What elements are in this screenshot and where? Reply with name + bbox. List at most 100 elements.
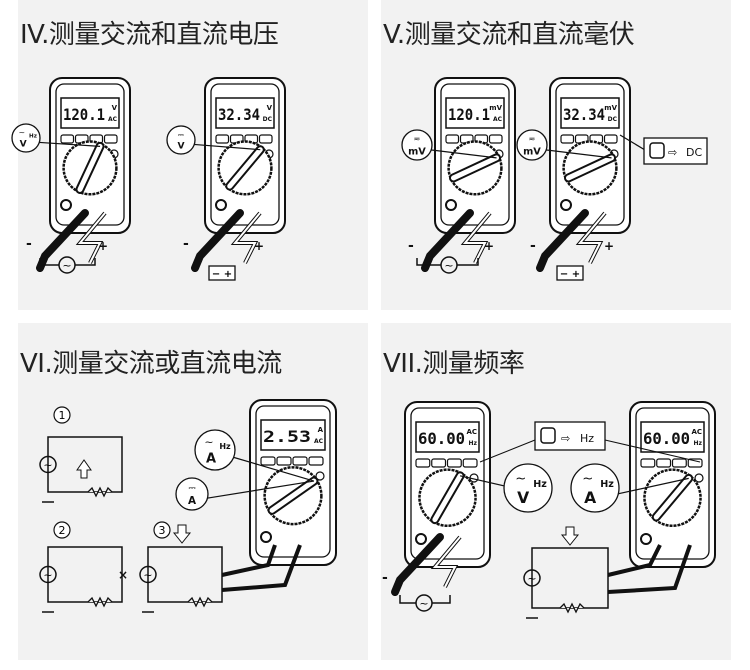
meter-display <box>215 97 275 129</box>
function-button <box>260 456 276 466</box>
down-arrow-icon <box>172 524 192 544</box>
resistor-icon <box>187 596 213 608</box>
dial-knob-inner <box>432 473 463 523</box>
ac-source-icon <box>39 455 57 474</box>
circuit-loop <box>147 546 223 603</box>
resistor-icon <box>87 486 113 498</box>
com-jack <box>560 199 572 211</box>
callout-mark: ~ <box>515 472 526 487</box>
panel-title: VII.测量频率 <box>383 349 525 379</box>
callout-label: mV <box>523 146 541 157</box>
meter-display <box>560 97 620 129</box>
callout-label: A <box>206 451 216 466</box>
callout-pointer <box>427 148 497 159</box>
red-test-lead-inner <box>577 212 606 264</box>
break-mark: × <box>118 568 128 582</box>
callout-mark: ⎓ <box>178 130 185 139</box>
callout-sublabel: Hz <box>600 479 614 490</box>
display-mode: AC <box>493 116 503 123</box>
meter-display <box>60 97 120 129</box>
function-button <box>276 456 292 466</box>
ac-source-icon <box>39 565 57 584</box>
callout-sublabel: Hz <box>29 133 37 139</box>
function-button <box>687 458 703 468</box>
step-number: 1 <box>59 409 66 422</box>
ac-wave: ~ <box>527 572 536 585</box>
negative-sign: - <box>530 238 536 254</box>
ac-wave: ~ <box>143 569 152 582</box>
function-callout <box>503 463 553 513</box>
function-button <box>671 458 687 468</box>
black-test-lead <box>536 209 589 272</box>
callout-mark: ~ <box>19 128 25 137</box>
com-jack <box>215 199 227 211</box>
black-test-lead <box>421 209 474 272</box>
meter-display <box>260 419 326 451</box>
negative-sign: - <box>408 238 414 254</box>
function-button <box>103 134 118 144</box>
black-test-lead <box>191 209 244 272</box>
callout-mark: ~ <box>204 436 213 449</box>
step-number-badge <box>53 406 71 424</box>
display-unit: AC <box>691 428 702 436</box>
callout-pointer <box>619 134 646 151</box>
display-unit: V <box>112 104 118 112</box>
display-reading: 120.1 <box>63 105 105 124</box>
display-mode: AC <box>314 438 324 445</box>
circuit-wire <box>39 258 96 266</box>
ac-source-icon <box>523 569 541 587</box>
ac-wave: ~ <box>62 259 71 272</box>
display-mode: DC <box>608 116 618 123</box>
function-button <box>656 458 672 468</box>
function-callout <box>11 123 41 153</box>
function-callout <box>570 463 620 513</box>
meter-display <box>445 97 505 129</box>
function-callout <box>166 125 196 155</box>
test-leads <box>221 544 302 592</box>
dial-knob-inner <box>77 143 103 192</box>
red-test-lead-inner <box>462 212 491 264</box>
arrow-icon: ⇨ <box>668 146 677 159</box>
callout-pointer <box>611 477 689 496</box>
down-arrow-icon <box>560 526 580 546</box>
function-callout-dc <box>175 477 209 511</box>
function-button <box>215 134 230 144</box>
display-reading: 32.34 <box>218 105 260 124</box>
callout-label: V <box>20 140 27 150</box>
display-mode: Hz <box>468 440 477 447</box>
panel-title: IV.测量交流和直流电压 <box>20 20 279 50</box>
function-button <box>488 134 503 144</box>
display-reading: 120.1 <box>448 105 490 124</box>
function-callout <box>516 129 548 161</box>
battery-icon <box>208 265 236 281</box>
com-jack <box>60 199 72 211</box>
callout-pointer <box>190 143 261 151</box>
display-unit: mV <box>489 104 502 112</box>
display-unit: V <box>267 104 273 112</box>
circuit-loop <box>47 546 123 603</box>
red-test-lead-inner <box>432 536 461 588</box>
display-mode: Hz <box>693 440 702 447</box>
com-jack <box>415 533 427 545</box>
function-button <box>308 456 324 466</box>
resistor-icon <box>559 602 585 614</box>
arrow-icon: ⇨ <box>561 432 570 445</box>
red-test-lead-inner <box>232 212 261 264</box>
negative-sign: - <box>183 236 189 252</box>
function-button <box>560 134 575 144</box>
positive-sign: + <box>98 239 108 253</box>
ac-source-icon <box>139 565 157 584</box>
circuit-loop <box>47 436 123 493</box>
black-test-lead <box>36 209 89 272</box>
callout-label: V <box>517 489 529 507</box>
circuit-loop <box>531 547 609 609</box>
backlight-button <box>694 473 704 483</box>
function-button <box>415 458 431 468</box>
button-callout-box <box>534 421 606 451</box>
function-callout <box>401 129 433 161</box>
meter-display <box>415 421 480 453</box>
